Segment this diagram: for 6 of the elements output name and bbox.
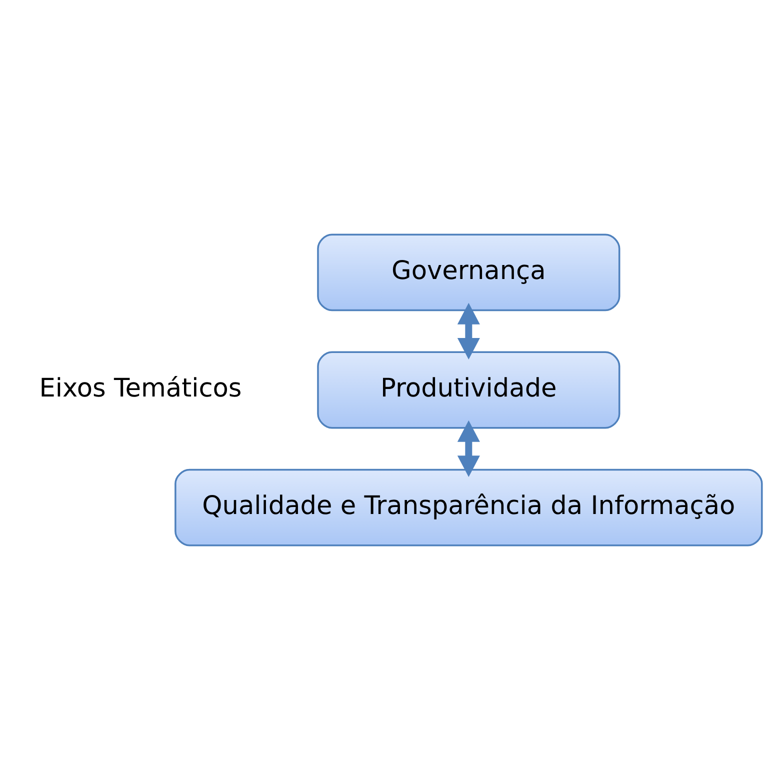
arrow: [457, 420, 480, 478]
node-box: Produtividade: [317, 351, 620, 429]
arrow: [457, 302, 480, 360]
label: Eixos Temáticos: [39, 374, 242, 404]
node-box: Qualidade e Transparência da Informação: [174, 468, 763, 546]
node-box: Governança: [317, 234, 620, 312]
